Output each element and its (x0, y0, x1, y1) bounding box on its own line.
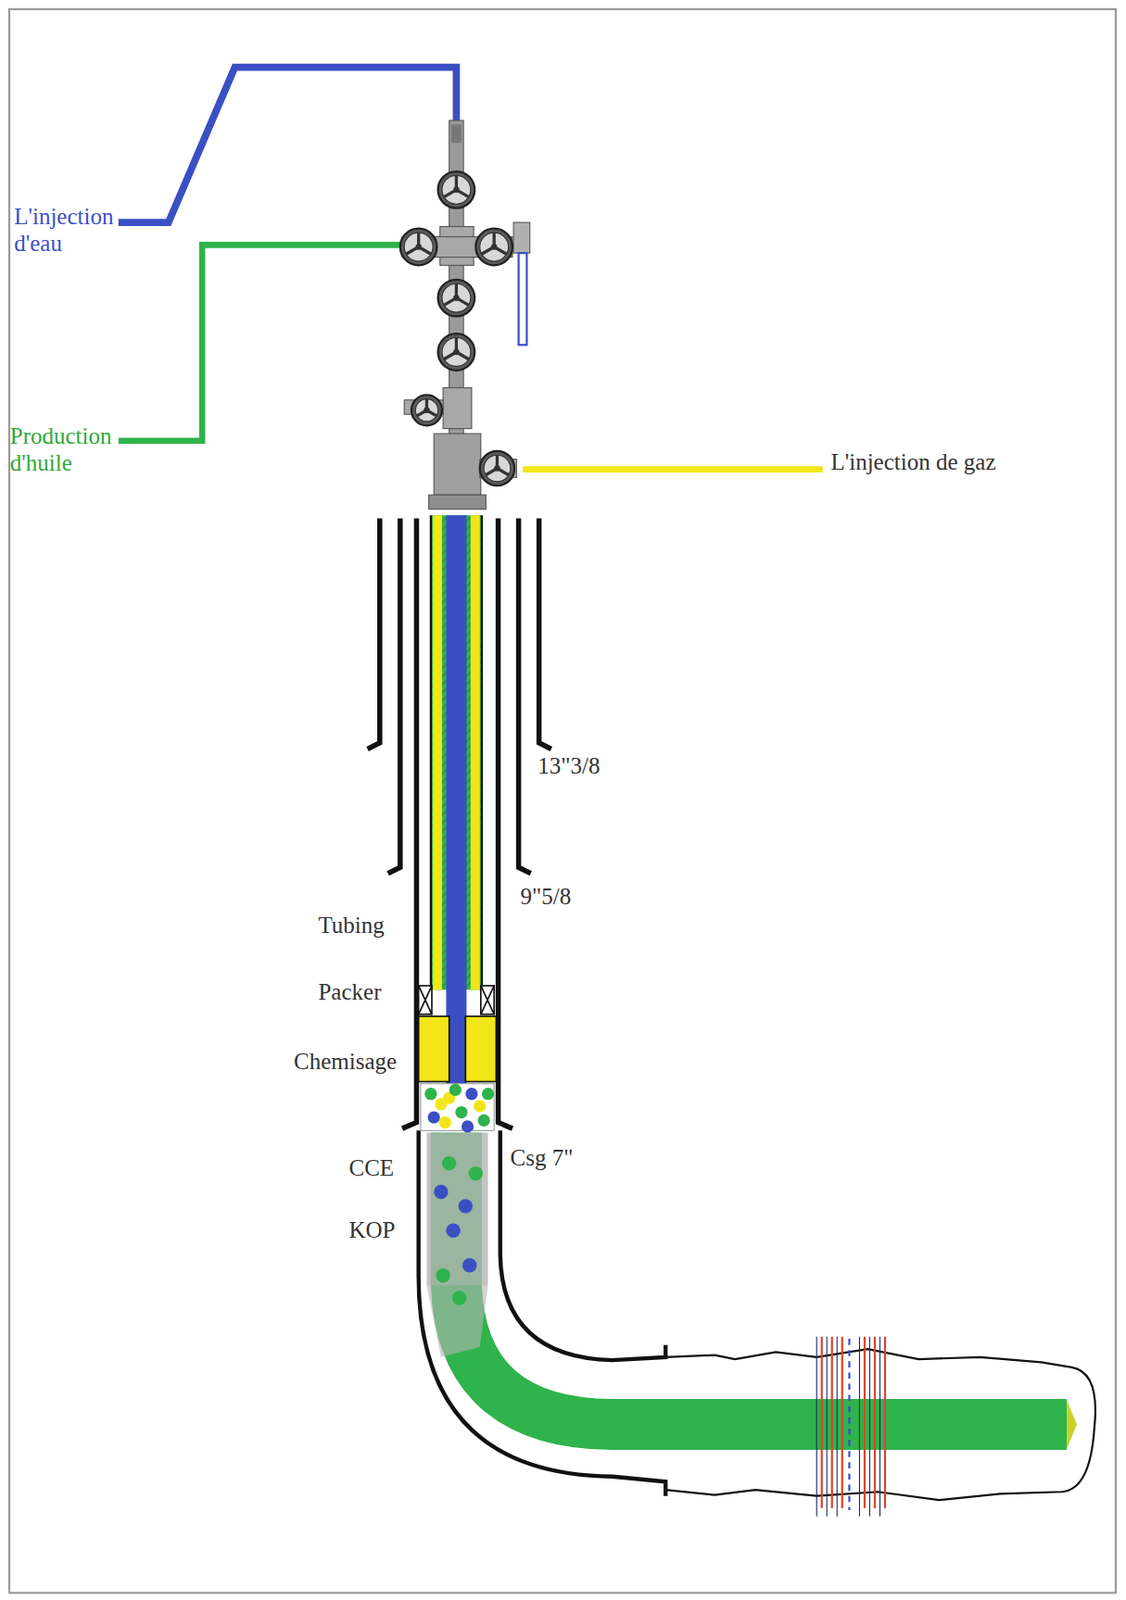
mixed-fluid (426, 1286, 488, 1358)
perforations (816, 1337, 886, 1518)
oil-flow (455, 1133, 1067, 1426)
mixed-fluid (426, 1133, 488, 1287)
fluid-dots (433, 1156, 483, 1306)
label: Production d'huile (8, 423, 145, 478)
label: Csg 7" (508, 1145, 576, 1173)
packer (418, 986, 495, 1015)
flow-tip (1066, 1400, 1077, 1450)
handwheel (438, 171, 476, 209)
handwheel (411, 394, 443, 426)
wellhead (400, 120, 531, 510)
label: KOP (347, 1217, 398, 1245)
water-line (118, 67, 457, 223)
label: 13"3/8 (535, 753, 602, 781)
label: 9"5/8 (518, 884, 574, 911)
frame (9, 9, 1116, 1594)
handwheel (480, 451, 515, 486)
label: Chemisage (291, 1049, 399, 1076)
chemisage (418, 1016, 497, 1082)
gas-string (470, 515, 481, 990)
mixing-dots (424, 1084, 494, 1134)
label: L'injection de gaz (828, 449, 998, 477)
mixing-zone (420, 1084, 494, 1132)
handwheel (438, 279, 476, 317)
label: Packer (316, 979, 383, 1007)
label: CCE (347, 1155, 397, 1183)
perforation-axis (847, 1339, 850, 1511)
oil-line (118, 244, 401, 441)
handwheel (438, 333, 476, 371)
handwheel (475, 228, 513, 266)
gas-string (432, 515, 443, 990)
gas-line (522, 466, 823, 473)
handwheel (400, 228, 438, 266)
label: Tubing (316, 912, 386, 940)
label: L'injection d'eau (12, 203, 140, 258)
